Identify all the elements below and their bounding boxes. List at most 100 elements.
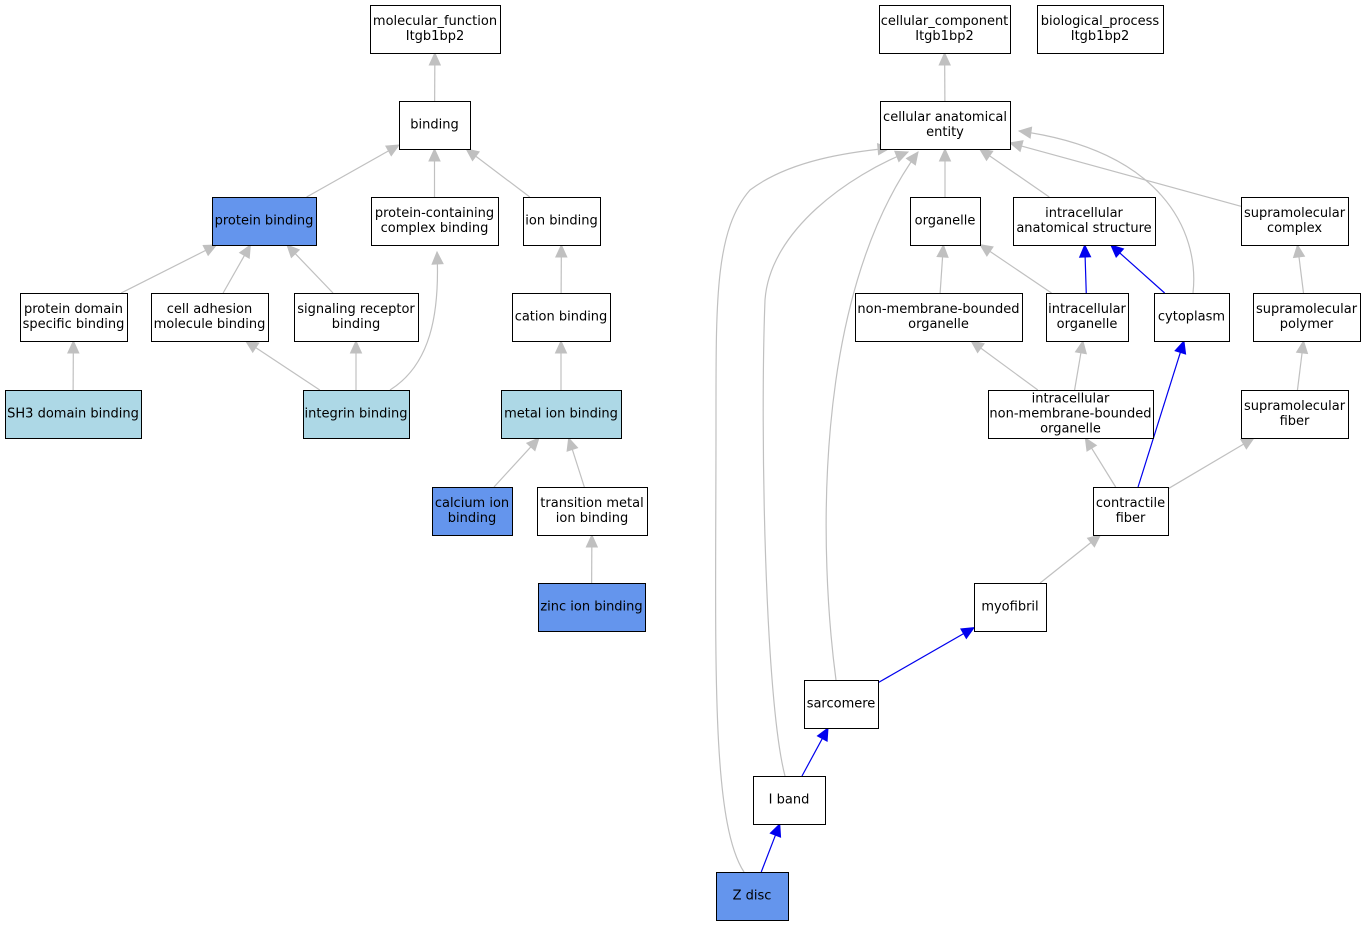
node-label: organelle [908,317,969,332]
node-box[interactable] [537,487,648,536]
node-pb[interactable]: protein binding [212,197,317,246]
node-catb[interactable]: cation binding [512,293,611,342]
node-box[interactable] [303,390,410,439]
edge-arrowhead [428,147,441,162]
node-iband[interactable]: I band [753,776,826,825]
edge-line [1167,443,1244,490]
node-box[interactable] [1046,293,1129,342]
edge-arrowhead [938,147,952,162]
node-box[interactable] [151,293,269,342]
node-box[interactable] [716,872,789,921]
node-box[interactable] [294,293,419,342]
edge-mib-to-catb [554,339,568,390]
edge-arrowhead [1295,339,1309,355]
node-label: cellular anatomical [883,110,1007,125]
node-ionb[interactable]: ion binding [523,197,601,246]
edge-arrowhead [1078,243,1092,258]
node-box[interactable] [501,390,622,439]
node-label: binding [332,317,380,332]
node-box[interactable] [988,390,1154,439]
node-bind[interactable]: binding [399,101,471,150]
node-mib[interactable]: metal ion binding [501,390,622,439]
node-box[interactable] [371,197,499,246]
edge-ionb-to-bind [465,148,531,198]
node-org[interactable]: organelle [910,197,981,246]
edge-org-to-cae [938,147,952,197]
node-box[interactable] [1093,487,1169,536]
node-znb[interactable]: zinc ion binding [538,583,646,632]
edge-ias-to-cae [978,148,1050,198]
edge-arrowhead [894,150,910,163]
node-label: Z disc [733,889,772,904]
edge-line [1039,542,1092,584]
node-box[interactable] [1241,390,1349,439]
edge-line [1021,145,1242,207]
node-intb[interactable]: integrin binding [303,390,410,439]
edge-line [801,738,823,777]
node-inmbo[interactable]: intracellularnon-membrane-boundedorganel… [988,390,1154,439]
node-box[interactable] [5,390,142,439]
node-box[interactable] [512,293,611,342]
node-box[interactable] [753,776,826,825]
edge-line [294,253,334,294]
node-box[interactable] [432,487,513,536]
node-box[interactable] [974,583,1047,632]
node-label: binding [410,118,458,133]
edge-tmib-to-mib [566,436,585,488]
node-box[interactable] [1253,293,1361,342]
edge-arrowhead [769,822,782,838]
node-label: transition metal [540,496,643,511]
node-box[interactable] [855,293,1023,342]
node-box[interactable] [804,680,879,729]
node-label: myofibril [981,600,1038,615]
edge-arrowhead [970,340,985,354]
node-box[interactable] [1037,5,1164,54]
node-sh3[interactable]: SH3 domain binding [5,390,142,439]
edge-zdisc-to-cae [714,142,892,873]
node-cyto[interactable]: cytoplasm [1154,293,1230,342]
node-myo[interactable]: myofibril [974,583,1047,632]
node-box[interactable] [538,583,646,632]
edge-sarc-to-myo [877,627,976,684]
node-label: signaling receptor [297,302,415,317]
node-label: cell adhesion [167,302,253,317]
node-box[interactable] [910,197,981,246]
node-box[interactable] [879,5,1011,54]
node-box[interactable] [212,197,317,246]
edge-line [389,251,439,391]
edge-arrowhead [385,144,401,157]
node-box[interactable] [370,5,501,54]
node-box[interactable] [880,101,1011,150]
node-label: intracellular [1048,302,1126,317]
node-box[interactable] [523,197,601,246]
edge-arrowhead [349,339,363,354]
edge-line [120,249,206,294]
node-label: protein domain [24,302,123,317]
node-zdisc[interactable]: Z disc [716,872,789,921]
node-box[interactable] [1013,197,1156,246]
edge-line [877,633,964,684]
node-box[interactable] [399,101,471,150]
node-sarc[interactable]: sarcomere [804,680,879,729]
node-box[interactable] [1154,293,1230,342]
edge-arrowhead [960,627,976,640]
node-box[interactable] [1241,197,1349,246]
node-box[interactable] [20,293,128,342]
